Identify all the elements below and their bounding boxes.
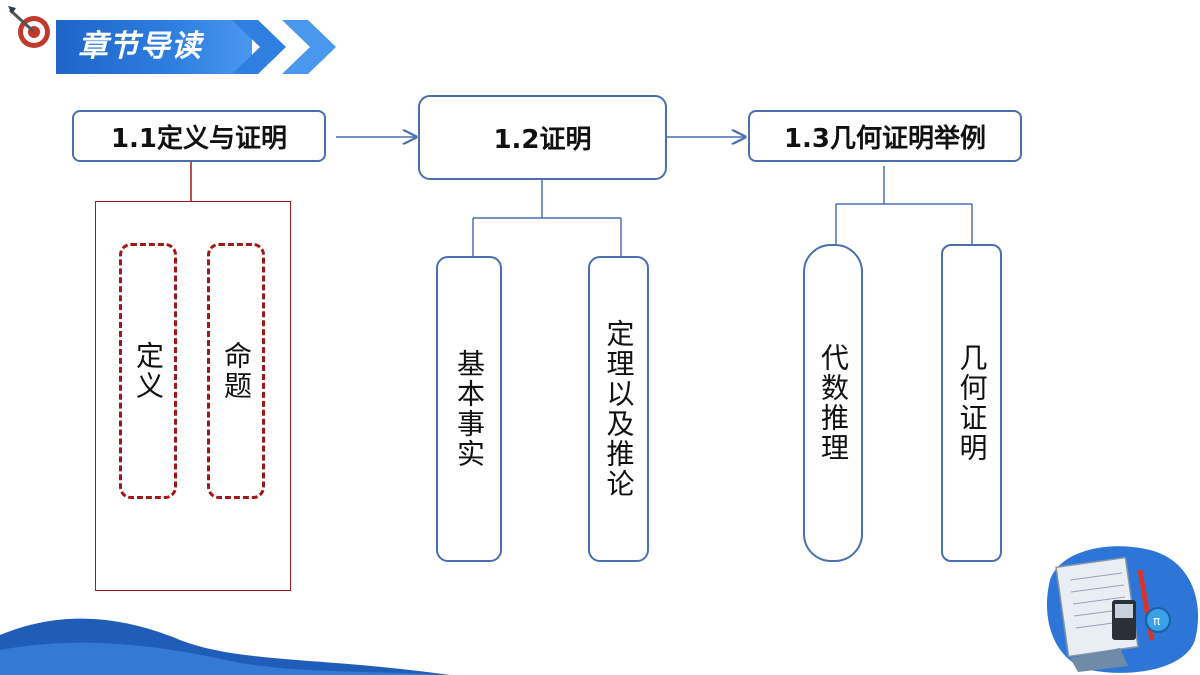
- concept-label: 基本事实: [453, 349, 486, 469]
- concept-label: 定理以及推论: [602, 319, 636, 499]
- concept-box-geometric-proof: 几何证明: [941, 244, 1002, 562]
- section-label: 1.1定义与证明: [110, 123, 288, 154]
- target-dart-icon: [6, 2, 52, 52]
- concept-label: 命题: [220, 341, 253, 401]
- svg-text:π: π: [1153, 614, 1160, 628]
- concept-box-definition: 定义: [119, 243, 177, 499]
- page-title: 章节导读: [78, 29, 202, 64]
- section-box-1-2: 1.2证明: [418, 95, 667, 180]
- section-box-1-1: 1.1定义与证明: [72, 110, 326, 162]
- section-1-1-frame: [95, 201, 291, 591]
- section-label: 1.2证明: [493, 125, 592, 155]
- concept-label: 几何证明: [955, 343, 989, 463]
- chevron-right-icon: [282, 20, 336, 74]
- section-label: 1.3几何证明举例: [783, 123, 987, 154]
- concept-box-basic-facts: 基本事实: [436, 256, 502, 562]
- concept-label: 定义: [132, 341, 165, 401]
- chevron-right-icon: [232, 20, 286, 74]
- decorative-wave: [0, 618, 450, 675]
- concept-label: 代数推理: [817, 343, 850, 463]
- section-box-1-3: 1.3几何证明举例: [748, 110, 1022, 162]
- concept-box-proposition: 命题: [207, 243, 265, 499]
- math-tools-illustration: π: [1046, 546, 1198, 673]
- concept-box-algebraic-reasoning: 代数推理: [803, 244, 863, 562]
- header-banner: [56, 20, 252, 74]
- concept-box-theorems: 定理以及推论: [588, 256, 649, 562]
